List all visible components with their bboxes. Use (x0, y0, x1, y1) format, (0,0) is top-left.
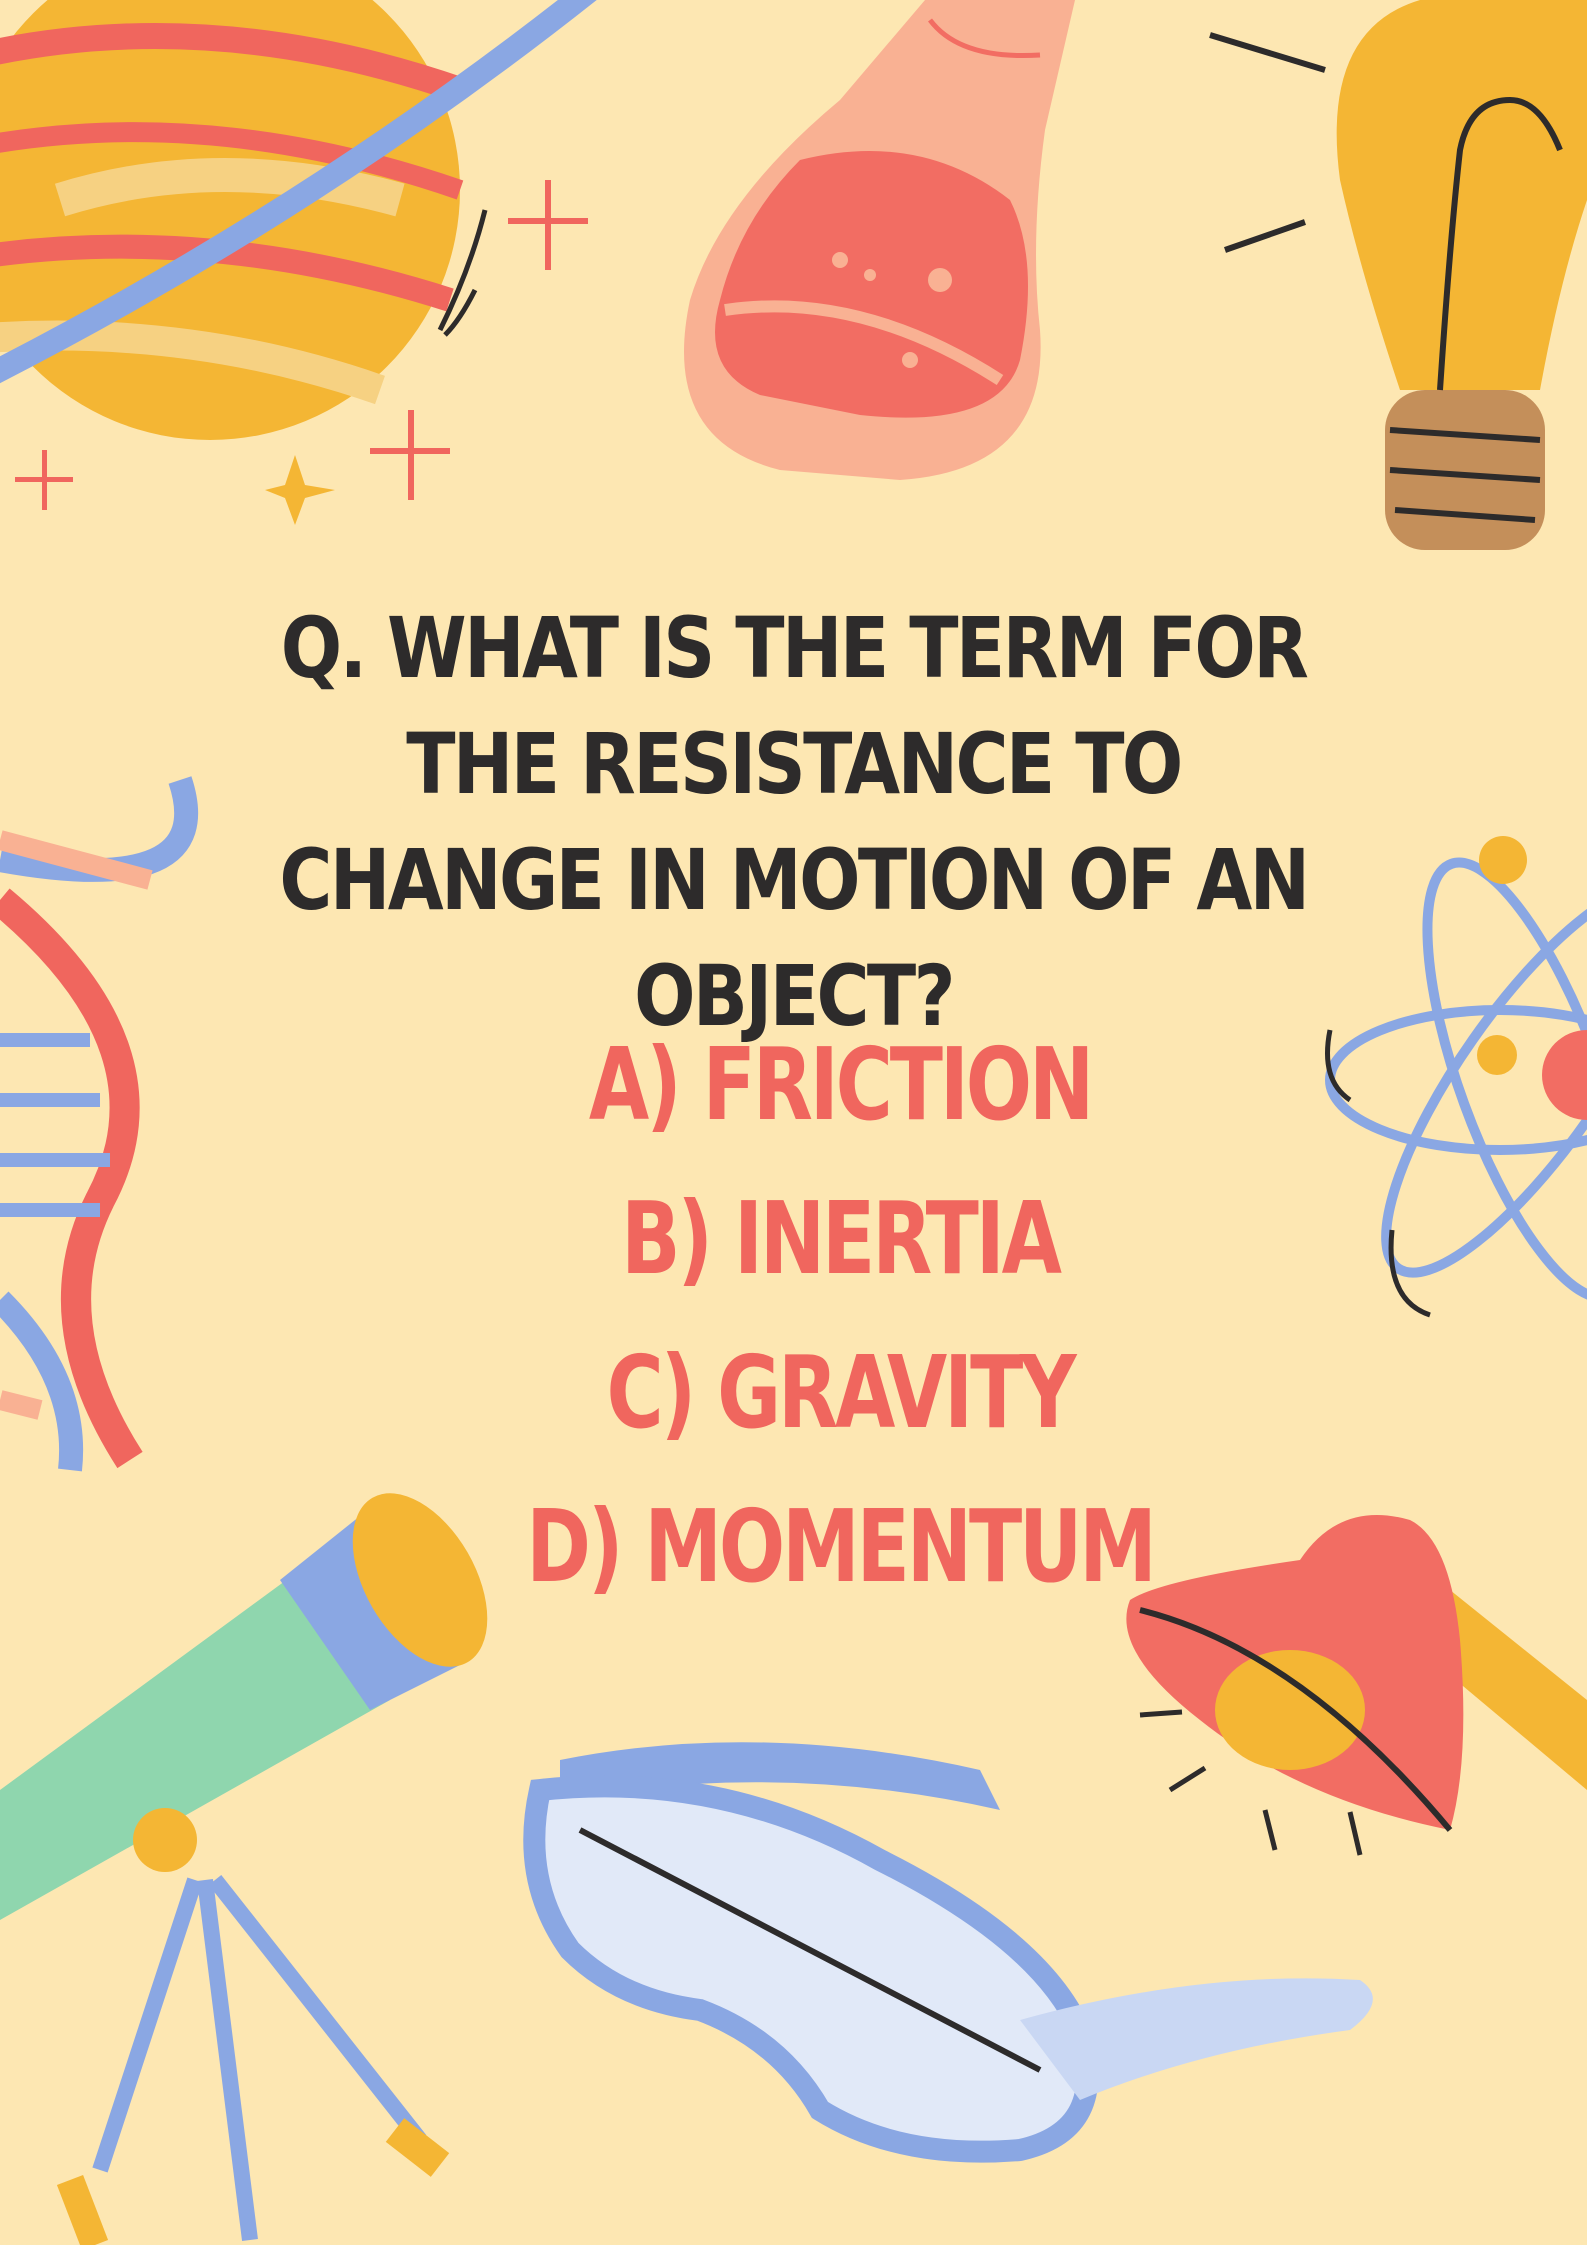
planet-icon (0, 0, 597, 440)
option-c[interactable]: C) Gravity (606, 1334, 1076, 1451)
option-a[interactable]: A) Friction (588, 1026, 1094, 1143)
atom-icon (1325, 836, 1587, 1318)
light-bulb-icon (1209, 0, 1587, 550)
dna-icon (0, 776, 199, 1472)
sparkle-icon (15, 180, 588, 510)
flask-icon (684, 0, 1075, 480)
question-text: Q. What is the term for the resistance t… (279, 599, 1310, 1045)
sparkle-icon (265, 455, 335, 525)
telescope-icon (0, 1493, 488, 2245)
answer-options: A) Friction B) Inertia C) Gravity D) Mom… (300, 1008, 1380, 1624)
lamp-icon (1126, 1515, 1587, 1856)
option-b[interactable]: B) Inertia (621, 1180, 1062, 1297)
option-d[interactable]: D) Momentum (526, 1488, 1157, 1605)
safety-goggles-icon (523, 1742, 1373, 2163)
